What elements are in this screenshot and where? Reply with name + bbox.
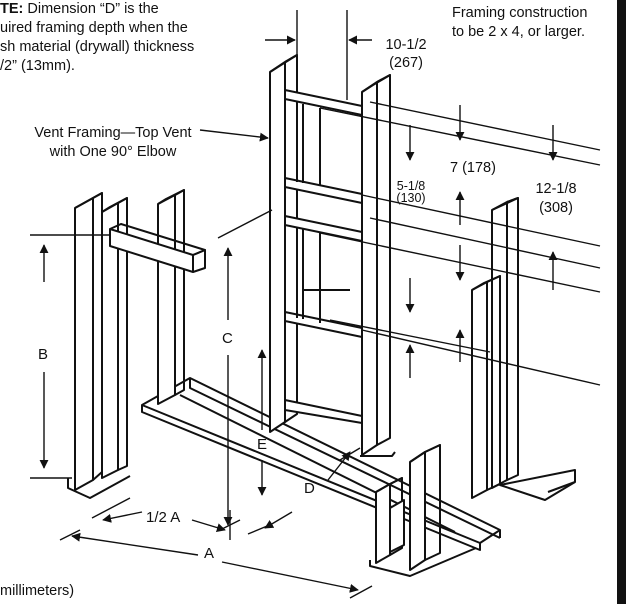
right-studs — [471, 197, 519, 499]
dim-5-1-8: 5-1/8 (130) — [390, 179, 432, 205]
dim-12-inch: 12-1/8 — [535, 181, 577, 197]
dim-5-mm: (130) — [396, 191, 426, 205]
dimension-lines — [30, 10, 601, 599]
left-studs — [67, 189, 206, 499]
framing-note-line-1: Framing construction — [452, 5, 588, 21]
letter-a: A — [204, 545, 215, 562]
page-edge-bar — [617, 0, 626, 604]
dim-12-mm: (308) — [539, 200, 573, 216]
letter-b: B — [38, 346, 49, 363]
framing-note-line-2: to be 2 x 4, or larger. — [452, 24, 585, 40]
vent-framing-label: Vent Framing—Top Vent with One 90° Elbow — [18, 124, 208, 162]
note-line-2: uired framing depth when the — [0, 20, 188, 36]
front-studs — [369, 444, 477, 577]
note-line-4: /2” (13mm). — [0, 58, 75, 74]
letter-c: C — [222, 330, 233, 347]
half-a-label: 1/2 A — [146, 509, 181, 526]
note-prefix: TE: — [0, 1, 24, 17]
dim-5-inch: 5-1/8 — [396, 179, 426, 193]
dim-top-width-mm: (267) — [389, 55, 423, 71]
framing-note: Framing construction to be 2 x 4, or lar… — [452, 4, 587, 42]
note-line-1: Dimension “D” is the — [23, 1, 159, 17]
dim-12-1-8: 12-1/8 (308) — [528, 180, 584, 218]
dim-top-width-inch: 10-1/2 — [385, 37, 427, 53]
letter-e: E — [257, 436, 268, 453]
center-studs — [269, 54, 391, 456]
vent-label-line-1: Vent Framing—Top Vent — [34, 125, 192, 141]
letter-d: D — [304, 480, 315, 497]
depth-note: TE: Dimension “D” is the uired framing d… — [0, 0, 194, 76]
dim-top-width: 10-1/2 (267) — [378, 36, 434, 72]
note-line-3: sh material (drywall) thickness — [0, 39, 195, 55]
vent-label-line-2: with One 90° Elbow — [49, 144, 177, 160]
footnote: millimeters) — [0, 583, 75, 599]
dim-7: 7 (178) — [450, 160, 496, 176]
